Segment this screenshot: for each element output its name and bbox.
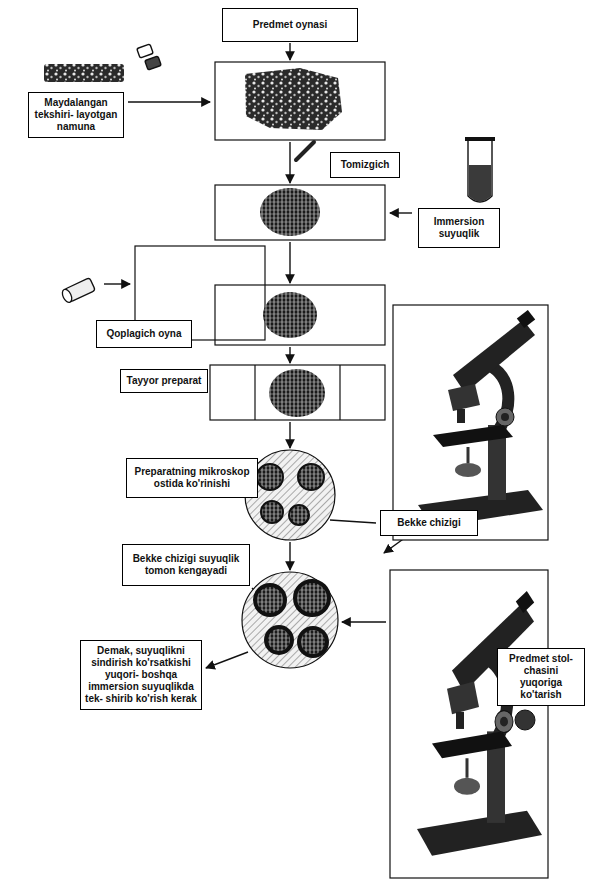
cover-glass-edge: [339, 365, 340, 420]
sample-on-slide: [245, 68, 342, 130]
grains: [255, 581, 329, 656]
test-tube: [465, 137, 495, 202]
microscope-view: [242, 572, 338, 668]
microscope: [417, 591, 542, 856]
node-text: Predmet oynasi: [227, 19, 353, 31]
grains: [257, 464, 324, 525]
node-text: Tayyor preparat: [125, 375, 203, 387]
microscope-panel: [393, 305, 548, 540]
immersion-drop: [269, 369, 325, 417]
cover-glass-edge: [254, 365, 255, 420]
immersion-drop: [260, 188, 320, 236]
microscope-view: [245, 450, 335, 540]
note-box: Demak, suyuqlikni sindirish ko'rsatkishi…: [80, 640, 202, 710]
arrow: [390, 212, 412, 213]
label-box: Immersion suyuqlik: [418, 208, 500, 248]
node-text: Predmet stol- chasini yuqoriga ko'tarish: [502, 653, 580, 701]
glass-slide: [215, 62, 385, 140]
label-box: Tomizgich: [330, 152, 400, 178]
label-box: Qoplagich oyna: [96, 320, 192, 348]
flow-arrows: [104, 43, 412, 668]
glass-slide: [215, 185, 385, 240]
node-text: Maydalangan tekshiri- layotgan namuna: [33, 97, 119, 133]
arrow: [289, 542, 290, 570]
arrow: [104, 283, 130, 284]
node-text: Demak, suyuqlikni sindirish ko'rsatkishi…: [85, 645, 197, 705]
node-text: Bekke chizigi: [385, 517, 473, 529]
callout-box: Bekke chizigi suyuqlik tomon kengayadi: [122, 544, 250, 586]
label-box: Maydalangan tekshiri- layotgan namuna: [28, 92, 124, 138]
arrow: [289, 142, 290, 183]
arrow: [289, 43, 290, 60]
microscope-panel: [390, 570, 548, 878]
label-box: Predmet stol- chasini yuqoriga ko'tarish: [497, 648, 585, 706]
label-box: Tayyor preparat: [120, 369, 208, 393]
pipette: [296, 142, 314, 160]
slide-icon: [137, 44, 162, 70]
node-text: Immersion suyuqlik: [423, 216, 495, 240]
sample-blob: [44, 64, 124, 82]
label-box: Preparatning mikroskop ostida ko'rinishi: [126, 458, 258, 498]
node-text: Qoplagich oyna: [101, 328, 187, 340]
glass-slide: [210, 365, 385, 420]
arrow: [128, 101, 210, 102]
arrow: [289, 242, 290, 283]
arrow: [289, 347, 290, 363]
node-text: Bekke chizigi suyuqlik tomon kengayadi: [127, 553, 245, 577]
immersion-drop: [263, 292, 317, 338]
microscope: [418, 310, 543, 527]
arrow: [206, 652, 248, 668]
stage-knob: [515, 710, 535, 730]
node-text: Preparatning mikroskop ostida ko'rinishi: [131, 466, 253, 490]
leader-line: [330, 520, 376, 523]
cover-glass-icon: [60, 278, 95, 304]
callout-box: Bekke chizigi: [380, 510, 478, 536]
glass-slide: [215, 285, 385, 345]
arrow: [289, 422, 290, 448]
arrow: [342, 621, 386, 622]
label-box: Predmet oynasi: [222, 8, 358, 42]
node-text: Tomizgich: [335, 159, 395, 171]
